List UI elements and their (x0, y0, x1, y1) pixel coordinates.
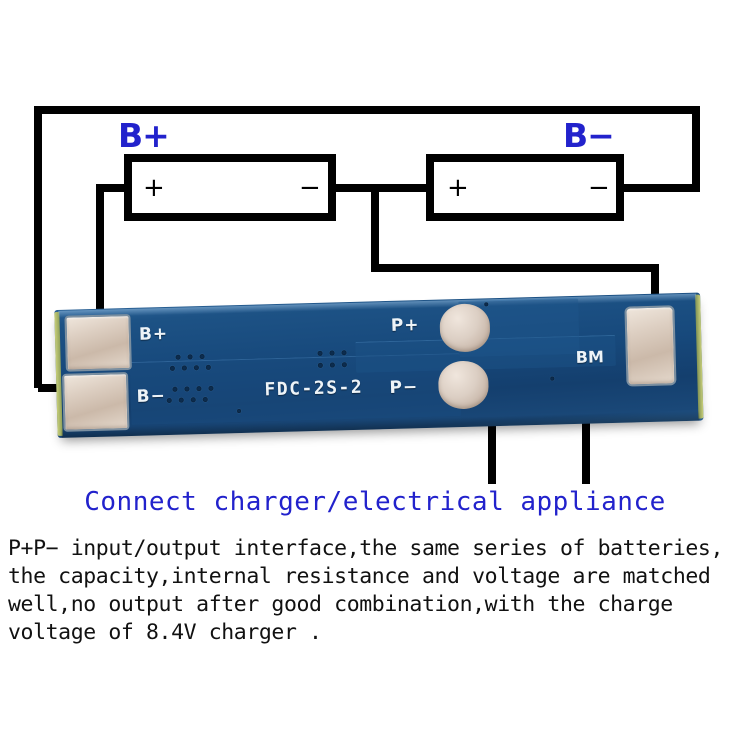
pcb-via (550, 376, 555, 381)
description-paragraph: P+P− input/output interface,the same ser… (8, 535, 746, 647)
label-battery-pack-positive: B+ (118, 116, 170, 155)
wire-bat1-pos-to-board-bplus (96, 184, 128, 340)
silk-label-model: FDC-2S-2 (264, 376, 364, 401)
pcb-via (317, 350, 323, 356)
pcb-via (178, 397, 184, 403)
pcb-via (187, 354, 193, 360)
battery-cell-2 (426, 154, 624, 221)
description-line-1: P+P− input/output interface,the same ser… (8, 536, 724, 561)
solder-pad-p-minus (437, 360, 490, 410)
pcb-via (484, 302, 489, 307)
pcb-via (190, 397, 196, 403)
description-line-2: the capacity,internal resistance and vol… (8, 564, 711, 589)
pcb-via (199, 353, 205, 360)
silk-label-bm: BM (575, 347, 605, 367)
pcb-via (196, 386, 202, 392)
pcb-via (172, 386, 178, 392)
pcb-via (169, 365, 175, 371)
pcb-via (184, 386, 190, 392)
bms-board-photo: B+ B− P+ P− BM FDC-2S-2 (54, 292, 712, 460)
solder-tab-bm (624, 305, 677, 387)
solder-tab-b-minus (61, 372, 130, 432)
label-battery-pack-negative: B− (563, 116, 615, 155)
pcb-via (329, 362, 335, 368)
pcb-via (237, 409, 242, 414)
battery-2-positive-glyph: + (447, 173, 469, 203)
description-line-3: well,no output after good combination,wi… (8, 592, 673, 617)
pcb-via (329, 350, 335, 356)
pcb-via (341, 362, 347, 368)
pcb-via (181, 365, 187, 371)
caption-connect-charger: Connect charger/electrical appliance (84, 487, 666, 517)
pcb-via (193, 365, 199, 371)
pcb-via (208, 385, 214, 391)
pcb-via (202, 396, 208, 403)
pcb-via (166, 397, 172, 404)
pcb-via (341, 350, 347, 356)
silk-label-b-minus: B− (136, 386, 167, 407)
battery-1-positive-glyph: + (143, 173, 165, 203)
silk-label-p-plus: P+ (390, 315, 420, 336)
silk-label-b-plus: B+ (138, 323, 169, 345)
pcb-via (317, 362, 323, 368)
description-line-4: voltage of 8.4V charger . (8, 620, 322, 645)
battery-2-negative-glyph: − (588, 173, 610, 203)
silk-label-p-minus: P− (389, 377, 419, 398)
solder-pad-p-plus (439, 303, 491, 353)
solder-tab-b-plus (64, 313, 132, 372)
pcb-via (175, 354, 181, 360)
wire-outer-loop (34, 106, 700, 388)
battery-1-negative-glyph: − (299, 173, 321, 203)
battery-cell-1 (124, 154, 336, 221)
